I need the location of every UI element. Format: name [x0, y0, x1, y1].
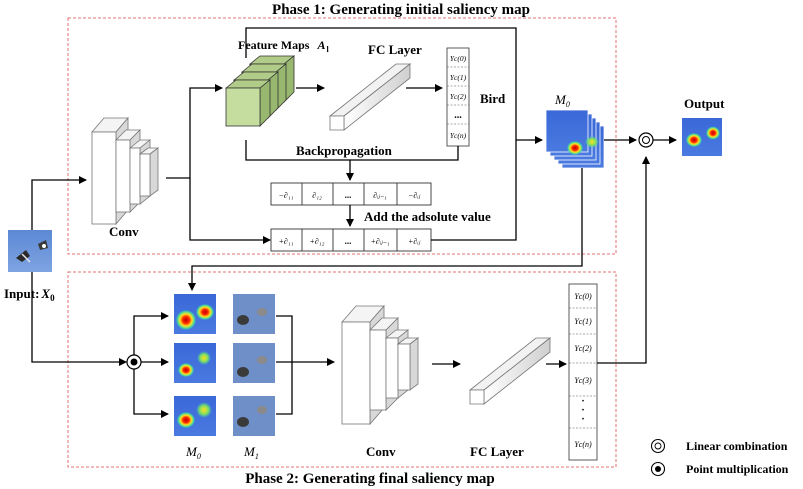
mult-to-top-arrow	[133, 312, 169, 355]
bottom-score-2: Yc(2)	[574, 344, 592, 353]
output-heatmap	[682, 118, 722, 156]
conv-top-label: Conv	[109, 224, 139, 239]
grad-row2-cell-1: +∂₁₂	[310, 237, 325, 246]
input-to-mult-line	[31, 272, 127, 366]
mult-to-bot-arrow	[133, 369, 169, 418]
gradient-row-2: +∂₁₁ +∂₁₂ ... +∂ᵢⱼ₋₁ +∂ᵢⱼ	[270, 228, 432, 252]
phase2-border	[67, 271, 617, 468]
bottom-score-n: Yc(n)	[574, 440, 592, 449]
m1-label: M1	[243, 444, 259, 461]
m0-top-stack	[545, 109, 605, 169]
point-multiplication-op	[126, 354, 142, 370]
input-label: Input:X0	[4, 286, 55, 303]
backprop-label: Backpropagation	[296, 143, 393, 158]
feature-maps-stack	[224, 55, 296, 127]
bottom-score-dot-1: ·	[581, 396, 584, 407]
output-label: Output	[684, 96, 725, 111]
m0-top-label: M0	[554, 92, 570, 109]
grad-row2-cell-2: ...	[345, 236, 352, 246]
top-score-0: Yc(0)	[450, 54, 467, 63]
m0-column	[174, 294, 216, 436]
grad-row1-cell-1: ∂₁₂	[312, 191, 322, 200]
legend-linear-label: Linear combination	[686, 439, 788, 453]
scores-to-linear-arrow	[597, 156, 650, 364]
grad-row2-cell-0: +∂₁₁	[279, 237, 294, 246]
conv-to-featuremaps-arrow	[166, 84, 223, 179]
grad-row1-cell-2: ...	[345, 190, 352, 200]
maps-bracket	[276, 315, 293, 415]
linear-combination-op	[638, 132, 654, 148]
top-score-column: Yc(0) Yc(1) Yc(2) ... Yc(n)	[446, 47, 470, 147]
top-score-3: ...	[454, 110, 462, 121]
grad-row2-cell-3: +∂ᵢⱼ₋₁	[370, 237, 389, 246]
top-score-4: Yc(n)	[450, 131, 467, 140]
input-to-conv-arrow	[31, 176, 87, 230]
conv-bottom-stack	[341, 304, 420, 426]
grad-row2-cell-4: +∂ᵢⱼ	[408, 237, 421, 246]
phase1-border	[67, 17, 617, 255]
fc-top-label: FC Layer	[368, 42, 422, 57]
bird-label: Bird	[480, 91, 506, 106]
bottom-score-dot-3: ·	[581, 414, 584, 425]
bottom-score-dot-2: ·	[581, 405, 584, 416]
conv-top-stack	[91, 116, 160, 226]
legend-point-label: Point multiplication	[686, 462, 789, 476]
fc-top-bar	[328, 63, 412, 131]
fc-bottom-bar	[468, 337, 552, 405]
backprop-line	[245, 140, 459, 161]
gradient-row-1: −∂₁₁ ∂₁₂ ... ∂ᵢⱼ₋₁ −∂ᵢⱼ	[270, 182, 432, 206]
bottom-score-1: Yc(1)	[574, 317, 592, 326]
grad-row1-cell-4: −∂ᵢⱼ	[408, 191, 421, 200]
legend: Linear combination Point multiplication	[650, 438, 789, 477]
m0-to-phase2-arrow	[188, 168, 583, 291]
bottom-score-3: Yc(3)	[574, 376, 592, 385]
m0-bottom-label: M0	[185, 444, 201, 461]
conv-bottom-label: Conv	[366, 444, 396, 459]
bottom-score-column: Yc(0) Yc(1) Yc(2) Yc(3) · · · Yc(n)	[568, 283, 598, 461]
grad-row1-cell-3: ∂ᵢⱼ₋₁	[373, 191, 387, 200]
absrow-to-m0-line	[245, 27, 517, 241]
top-score-2: Yc(2)	[450, 92, 467, 101]
top-score-1: Yc(1)	[450, 73, 467, 82]
add-absolute-label: Add the adsolute value	[364, 209, 491, 224]
phase1-title: Phase 1: Generating initial saliency map	[272, 2, 530, 18]
conv-to-absrow-arrow	[189, 178, 271, 244]
m1-column	[233, 294, 275, 436]
grad-row1-cell-0: −∂₁₁	[279, 191, 294, 200]
bottom-score-0: Yc(0)	[574, 292, 592, 301]
fc-bottom-label: FC Layer	[470, 444, 524, 459]
phase2-title: Phase 2: Generating final saliency map	[245, 471, 495, 487]
input-image	[8, 230, 52, 272]
